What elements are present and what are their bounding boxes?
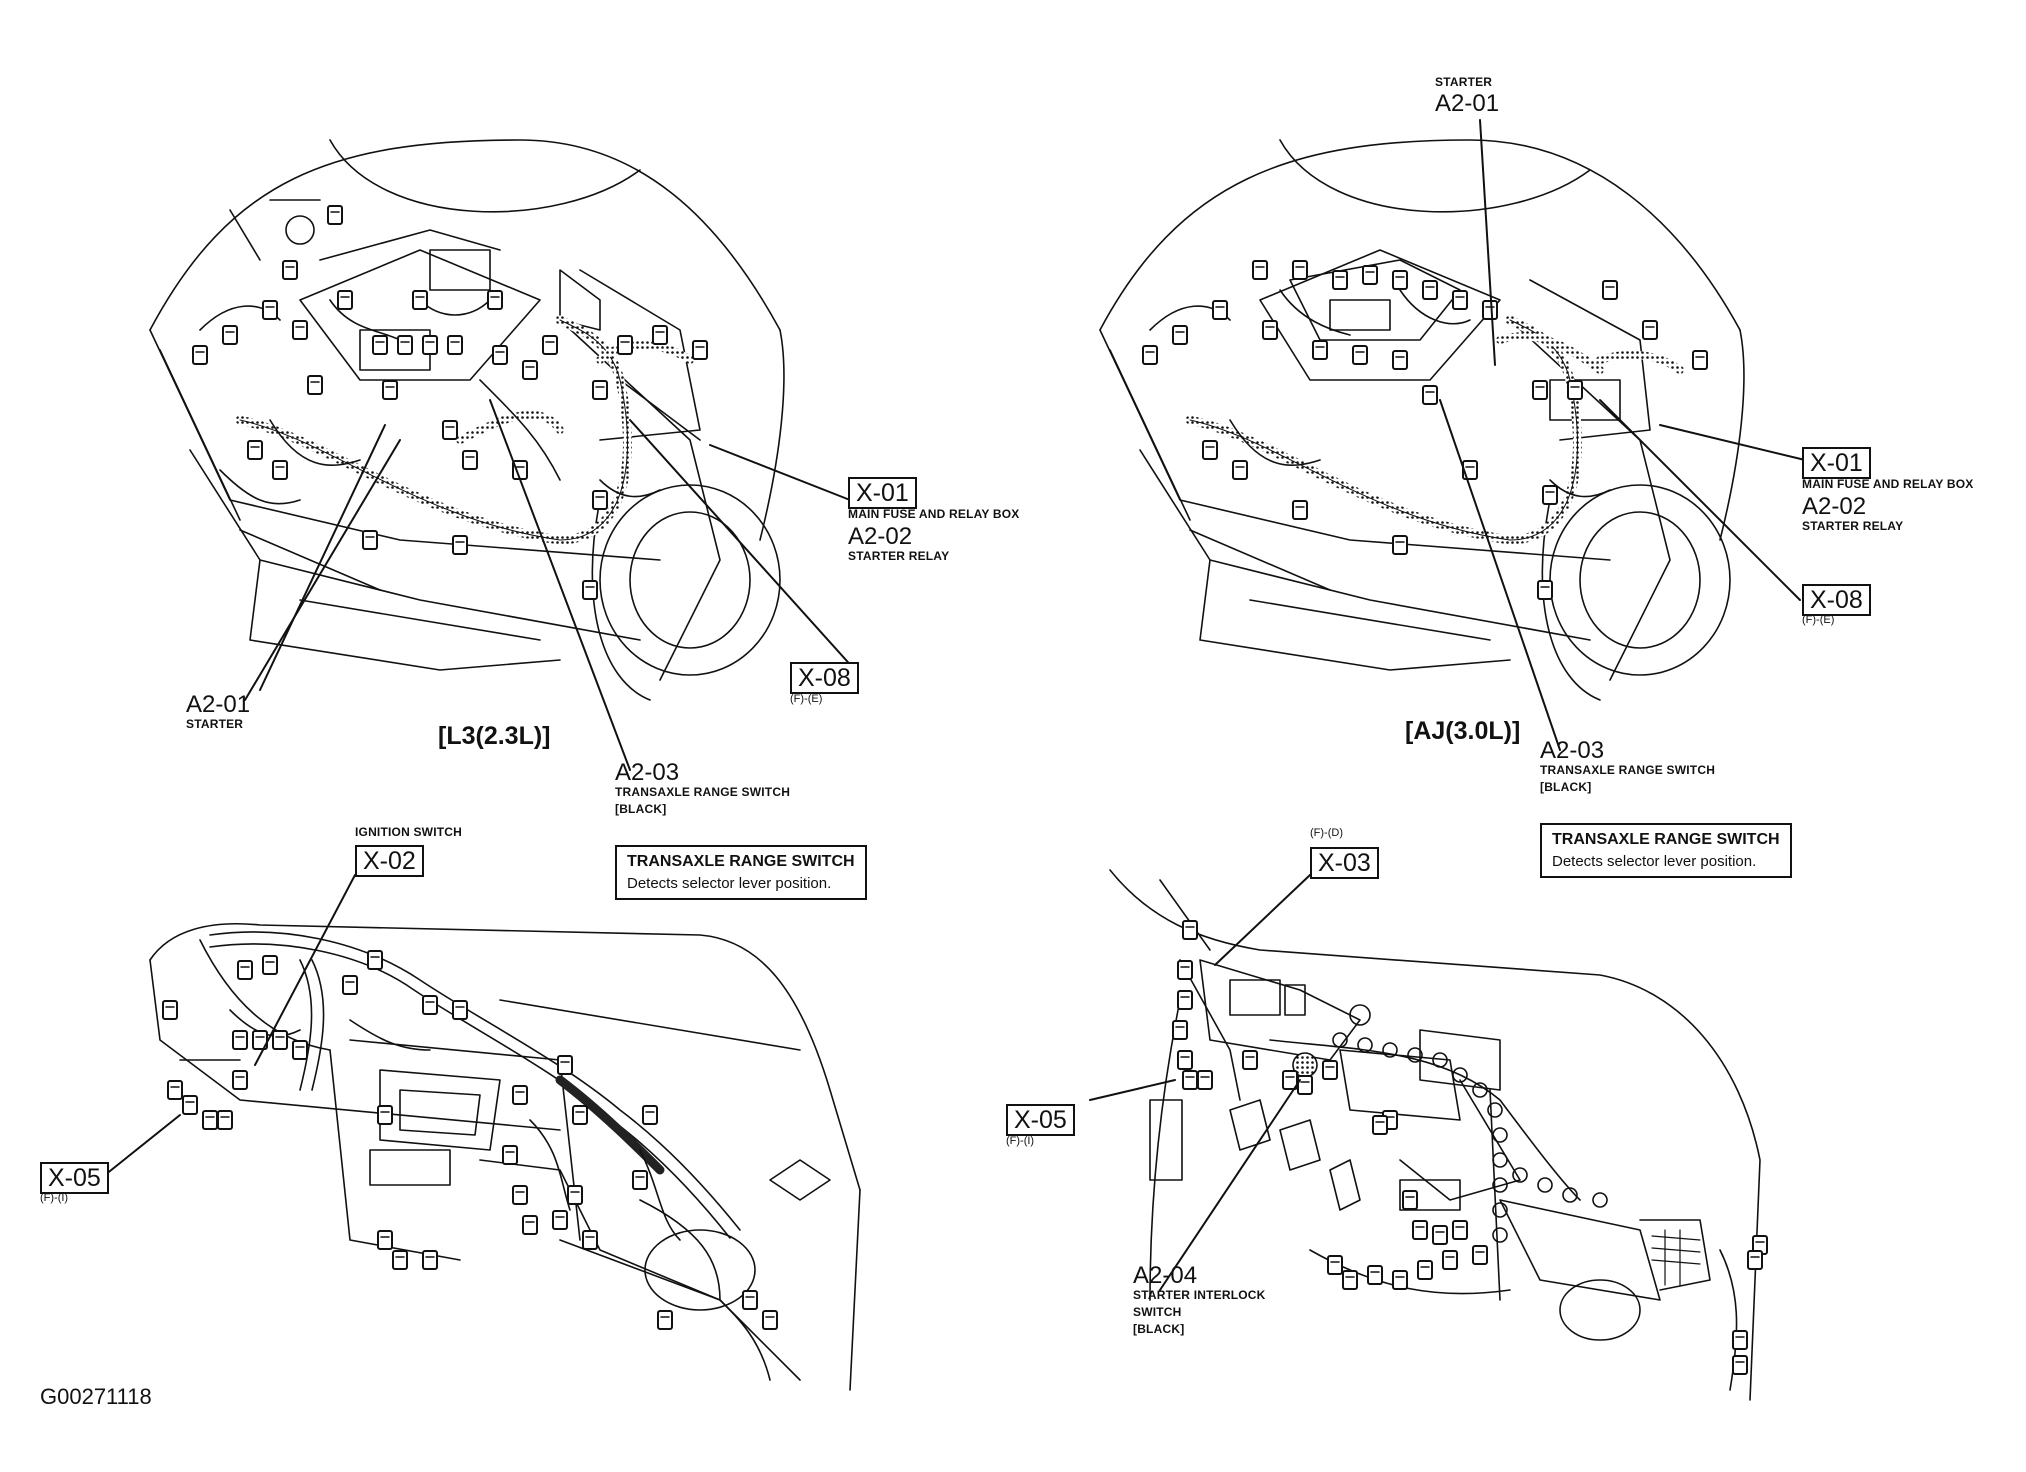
x08-loc-l3: (F)-(E) (790, 693, 823, 705)
a201-desc-l3: STARTER (186, 717, 244, 731)
leader-lines (104, 119, 1806, 1291)
a203-code-l3: A2-03 (615, 759, 680, 786)
engine-bay-l3-drawing (149, 139, 785, 701)
x02-title: IGNITION SWITCH (355, 825, 462, 839)
instrument-panel-right-drawing (1109, 869, 1761, 1401)
x01-desc-l3: MAIN FUSE AND RELAY BOX (848, 507, 1020, 521)
x02-box: X-02 (355, 845, 424, 877)
a204-code: A2-04 (1133, 1262, 1198, 1289)
a203-color-aj: [BLACK] (1540, 780, 1592, 794)
engine-bay-l3-connectors (192, 205, 708, 600)
x01-box-l3: X-01 (848, 477, 917, 509)
note-text-l3: Detects selector lever position. (627, 875, 832, 892)
a202-desc-aj: STARTER RELAY (1802, 519, 1904, 533)
figure-id: G00271118 (40, 1384, 152, 1409)
x05-loc-right: (F)-(I) (1006, 1135, 1035, 1147)
a201-title-aj: STARTER (1435, 75, 1493, 89)
note-title-aj: TRANSAXLE RANGE SWITCH (1552, 831, 1780, 848)
note-transaxle-l3: TRANSAXLE RANGE SWITCH Detects selector … (615, 845, 867, 900)
a201-code-aj: A2-01 (1435, 90, 1500, 117)
x05-box-left: X-05 (40, 1162, 109, 1194)
x01-desc-aj: MAIN FUSE AND RELAY BOX (1802, 477, 1974, 491)
instrument-panel-right-connectors (1172, 920, 1768, 1375)
x01-box-aj: X-01 (1802, 447, 1871, 479)
engine-label-aj: [AJ(3.0L)] (1405, 717, 1521, 745)
instrument-panel-left-connectors (162, 950, 778, 1330)
x08-box-aj: X-08 (1802, 584, 1871, 616)
a202-desc-l3: STARTER RELAY (848, 549, 950, 563)
note-transaxle-aj: TRANSAXLE RANGE SWITCH Detects selector … (1540, 823, 1792, 878)
x08-box-l3: X-08 (790, 662, 859, 694)
a202-code-l3: A2-02 (848, 523, 913, 550)
a203-desc-aj: TRANSAXLE RANGE SWITCH (1540, 763, 1716, 777)
x05-box-right: X-05 (1006, 1104, 1075, 1136)
x08-loc-aj: (F)-(E) (1802, 614, 1835, 626)
instrument-panel-right-rings (1292, 1004, 1608, 1243)
a204-color: [BLACK] (1133, 1322, 1185, 1336)
x03-box: X-03 (1310, 847, 1379, 879)
engine-bay-aj-drawing (1099, 139, 1745, 701)
note-text-aj: Detects selector lever position. (1552, 853, 1757, 870)
a204-desc2: SWITCH (1133, 1305, 1182, 1319)
a203-desc-l3: TRANSAXLE RANGE SWITCH (615, 785, 791, 799)
a203-code-aj: A2-03 (1540, 737, 1605, 764)
note-title-l3: TRANSAXLE RANGE SWITCH (627, 853, 855, 870)
a202-code-aj: A2-02 (1802, 493, 1867, 520)
x03-loc: (F)-(D) (1310, 827, 1343, 839)
engine-label-l3: [L3(2.3L)] (438, 722, 551, 750)
x05-loc-left: (F)-(I) (40, 1192, 69, 1204)
a204-desc1: STARTER INTERLOCK (1133, 1288, 1266, 1302)
a203-color-l3: [BLACK] (615, 802, 667, 816)
a201-code-l3: A2-01 (186, 691, 251, 718)
